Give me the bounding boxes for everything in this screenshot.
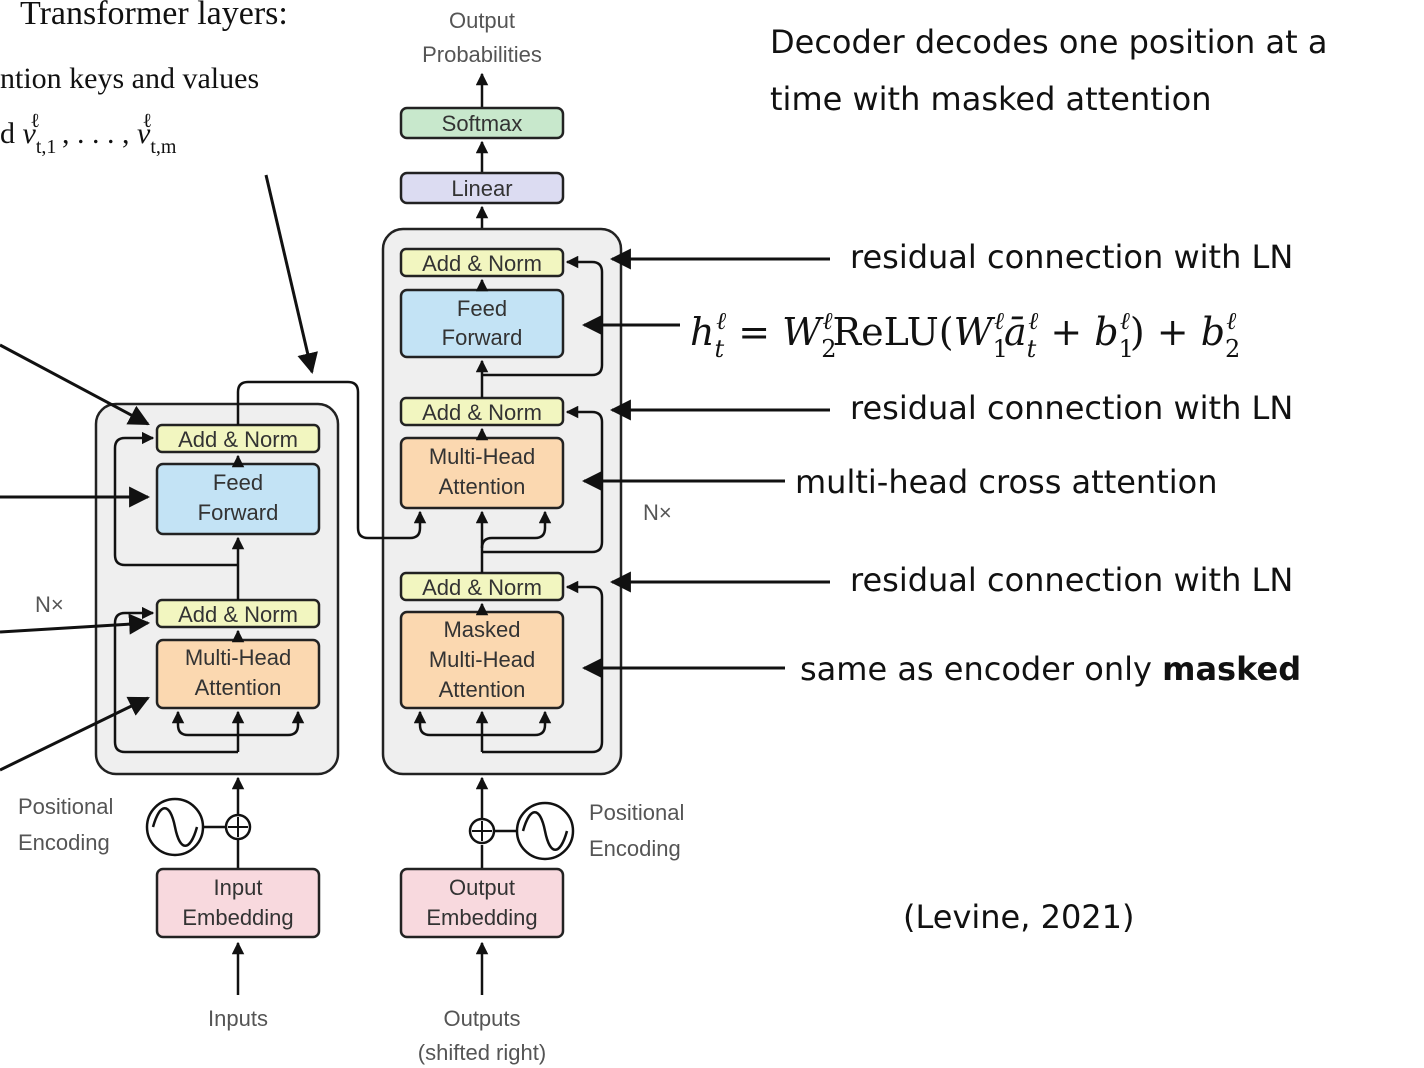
annotation-masked: same as encoder only masked <box>800 650 1301 688</box>
decoder-positional-label-2: Encoding <box>589 836 681 861</box>
outputs-shifted-label: (shifted right) <box>418 1040 546 1065</box>
input-embedding-block <box>155 867 321 939</box>
encoder-positional-label-1: Positional <box>18 794 113 819</box>
output-embedding-label-1: Output <box>449 875 515 900</box>
softmax-label: Softmax <box>442 111 523 136</box>
encoder-attention-label-1: Multi-Head <box>185 645 291 670</box>
encoder-nx-label: N× <box>35 592 64 617</box>
annotation-residual-3: residual connection with LN <box>850 561 1293 599</box>
decoder-note-line1: Decoder decodes one position at a <box>770 23 1327 61</box>
heading-fragment: Transformer layers: <box>20 0 288 32</box>
linear-block <box>399 171 565 205</box>
linear-label: Linear <box>451 176 512 201</box>
feed-forward-formula: htℓ = W2ℓReLU(W1ℓātℓ + b1ℓ) + b2ℓ <box>690 307 1240 363</box>
decoder-add-norm-top <box>399 247 565 278</box>
encoder-add-norm-low-label: Add & Norm <box>178 602 298 627</box>
keys-values-line: ntion keys and values <box>0 62 259 95</box>
decoder-nx-label: N× <box>643 500 672 525</box>
decoder-add-norm-low-label: Add & Norm <box>422 575 542 600</box>
output-embedding-block <box>399 867 565 939</box>
decoder-add-norm-mid-label: Add & Norm <box>422 400 542 425</box>
decoder-add-norm-top-label: Add & Norm <box>422 251 542 276</box>
annotation-cross-attention: multi-head cross attention <box>795 463 1218 501</box>
input-embedding-label-1: Input <box>214 875 263 900</box>
decoder-cross-attention-label-1: Multi-Head <box>429 444 535 469</box>
citation: (Levine, 2021) <box>903 898 1135 936</box>
output-embedding-label-2: Embedding <box>426 905 537 930</box>
encoder-stack <box>94 402 340 776</box>
encoder-positional-label-2: Encoding <box>18 830 110 855</box>
decoder-masked-attention-label-3: Attention <box>439 677 526 702</box>
keys-values-math-line: d vt,1ℓ, . . . , vt,mℓ <box>0 110 177 158</box>
decoder-feed-forward-label-2: Forward <box>442 325 523 350</box>
encoder-feed-forward-label-2: Forward <box>198 500 279 525</box>
decoder-feed-forward-label-1: Feed <box>457 296 507 321</box>
decoder-note-line2: time with masked attention <box>770 80 1212 118</box>
decoder-positional-label-1: Positional <box>589 800 684 825</box>
decoder-masked-attention-label-1: Masked <box>443 617 520 642</box>
annotation-residual-2: residual connection with LN <box>850 389 1293 427</box>
annotation-residual-1: residual connection with LN <box>850 238 1293 276</box>
outputs-label: Outputs <box>443 1006 520 1031</box>
output-probabilities-label-2: Probabilities <box>422 42 542 67</box>
softmax-block <box>399 106 565 140</box>
decoder-masked-attention-label-2: Multi-Head <box>429 647 535 672</box>
decoder-cross-attention-label-2: Attention <box>439 474 526 499</box>
encoder-attention-label-2: Attention <box>195 675 282 700</box>
output-probabilities-label: Output <box>449 8 515 33</box>
input-embedding-label-2: Embedding <box>182 905 293 930</box>
encoder-add-norm-top-label: Add & Norm <box>178 427 298 452</box>
encoder-feed-forward-label-1: Feed <box>213 470 263 495</box>
inputs-label: Inputs <box>208 1006 268 1031</box>
